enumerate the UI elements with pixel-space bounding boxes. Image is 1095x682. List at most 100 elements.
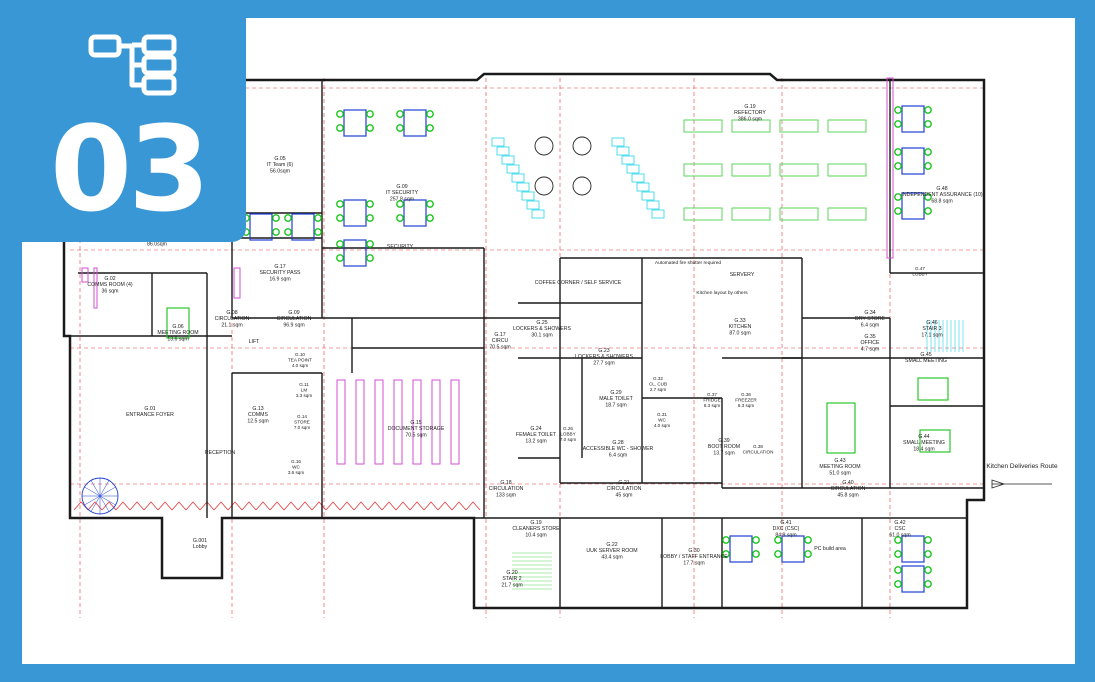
chair: [336, 200, 344, 208]
room-label-line: FEMALE TOILET: [516, 432, 557, 438]
room-label-line: G.15: [410, 420, 421, 426]
chair: [396, 214, 404, 222]
chair: [314, 228, 322, 236]
room-label-line: G.35: [864, 334, 875, 340]
room-label-line: G.13: [252, 406, 263, 412]
room-label-line: DXC (CSC): [773, 526, 800, 532]
chair: [804, 550, 812, 558]
room-label-line: 61.0 sqm: [889, 532, 910, 538]
chair: [894, 566, 902, 574]
room-label-line: ACCESSIBLE WC - SHOWER: [583, 446, 654, 452]
room-label-line: LOCKERS & SHOWERS: [513, 326, 571, 332]
cafe-seat: [616, 146, 630, 156]
room-label-line: CL. CUB: [649, 382, 667, 387]
chair: [774, 550, 782, 558]
room-label-line: 13.7 sqm: [713, 450, 734, 456]
room-label-line: G.10: [295, 352, 305, 357]
chair: [314, 214, 322, 222]
room-label-line: G.37: [707, 392, 717, 397]
room-label-line: G.48: [936, 186, 947, 192]
round-table: [534, 136, 554, 156]
facade-mark: [115, 501, 131, 511]
room-label-line: 2.7 sqm: [650, 387, 667, 392]
facade-mark: [241, 501, 257, 511]
room-label-line: 10.4 sqm: [525, 532, 546, 538]
room-label-line: Lobby: [193, 544, 208, 550]
room-label-line: G.26: [563, 426, 573, 431]
room-label-line: G.14: [297, 414, 307, 419]
dining-table: [731, 119, 771, 133]
room-label-line: SERVERY: [730, 272, 755, 278]
room-label-line: 86.0sqm: [147, 241, 167, 247]
room-label-line: TEA POINT: [288, 358, 312, 363]
room-label-line: 18.7 sqm: [605, 402, 626, 408]
room-label-line: CLEANERS STORE: [512, 526, 560, 532]
chair: [366, 214, 374, 222]
room-label-line: LIFT: [249, 339, 260, 345]
room-label-line: G.25: [536, 320, 547, 326]
dining-table: [779, 119, 819, 133]
chair: [722, 536, 730, 544]
room-label-line: RECEPTION: [205, 450, 236, 456]
desk: [901, 147, 925, 175]
cafe-seat: [521, 191, 535, 201]
facade-mark: [129, 501, 145, 511]
facade-mark: [87, 501, 103, 511]
facade-mark: [367, 501, 383, 511]
room-label-line: MEETING ROOM: [157, 330, 198, 336]
cafe-seat: [506, 164, 520, 174]
cafe-seat: [636, 182, 650, 192]
stair-tread: [99, 495, 110, 512]
room-label-line: G.19: [530, 520, 541, 526]
desk: [403, 109, 427, 137]
room-label-line: G.21: [618, 480, 629, 486]
room-label-line: 96.9 sqm: [283, 322, 304, 328]
shelving: [355, 379, 365, 465]
chair: [366, 240, 374, 248]
desk: [729, 535, 753, 563]
chair: [336, 110, 344, 118]
room-label-line: KITCHEN: [729, 324, 752, 330]
room-label-line: 8.3 sqm: [704, 403, 721, 408]
room-label-line: G.18: [500, 480, 511, 486]
room-label-line: G.08: [226, 310, 237, 316]
room-label-line: CIRCULATION: [607, 486, 642, 492]
room-label-line: G.09: [396, 184, 407, 190]
meeting-table: [917, 377, 949, 401]
round-table: [534, 176, 554, 196]
room-label-line: 17.1 sqm: [921, 332, 942, 338]
desk: [403, 199, 427, 227]
room-label-line: BOOT ROOM: [708, 444, 740, 450]
room-label-line: INDEPENDENT ASSURANCE (10): [901, 192, 982, 198]
desk: [901, 565, 925, 593]
cafe-seat: [626, 164, 640, 174]
room-label-line: G.34: [864, 310, 875, 316]
room-label-line: IT Team (6): [267, 162, 294, 168]
hierarchy-icon: [88, 34, 177, 96]
chair: [272, 228, 280, 236]
locker: [93, 267, 98, 309]
room-label-line: FRIDGE: [703, 398, 720, 403]
room-label-line: G.16: [291, 459, 301, 464]
room-label-line: SECURITY: [387, 244, 414, 250]
chair: [752, 550, 760, 558]
chair: [396, 200, 404, 208]
room-label-line: 45 sqm: [615, 492, 632, 498]
room-label-line: DOCUMENT STORAGE: [388, 426, 445, 432]
room-label-line: G.17: [494, 332, 505, 338]
room-label-line: 16.9 sqm: [269, 276, 290, 282]
room-label-line: G.02: [104, 276, 115, 282]
